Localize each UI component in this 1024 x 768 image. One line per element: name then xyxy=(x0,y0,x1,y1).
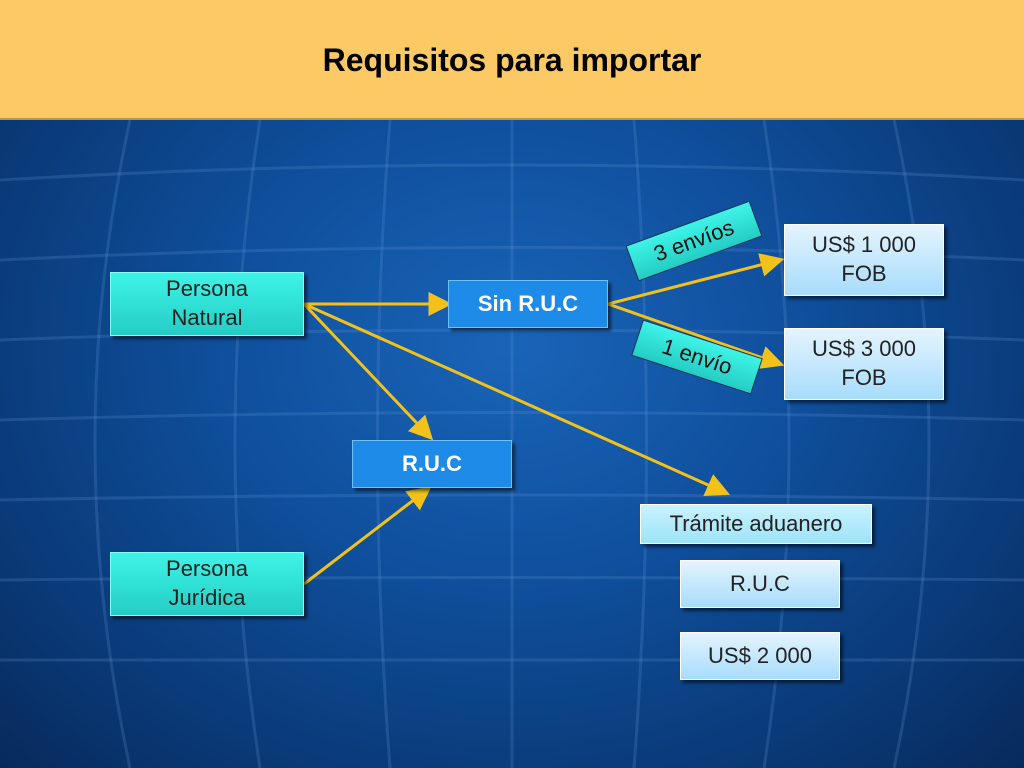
arrow-sin-ruc-to-1000 xyxy=(607,253,785,306)
tramite-ruc-box: R.U.C xyxy=(680,560,840,608)
persona-juridica-box: Persona Jurídica xyxy=(110,552,304,616)
arrow-natural-to-ruc xyxy=(302,302,434,441)
ruc-box: R.U.C xyxy=(352,440,512,488)
arrow-juridica-to-ruc xyxy=(303,486,432,586)
sin-ruc-box: Sin R.U.C xyxy=(448,280,608,328)
us-2000-box: US$ 2 000 xyxy=(680,632,840,680)
header-band: Requisitos para importar xyxy=(0,0,1024,120)
tramite-aduanero-box: Trámite aduanero xyxy=(640,504,872,544)
slide-title: Requisitos para importar xyxy=(322,42,702,78)
persona-natural-box: Persona Natural xyxy=(110,272,304,336)
us-1000-fob-box: US$ 1 000 FOB xyxy=(784,224,944,296)
us-3000-fob-box: US$ 3 000 FOB xyxy=(784,328,944,400)
arrow-natural-to-tramite xyxy=(303,302,731,496)
